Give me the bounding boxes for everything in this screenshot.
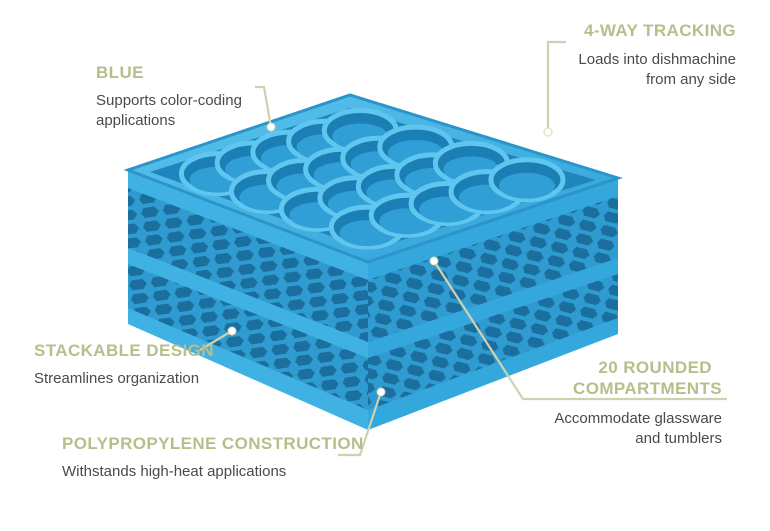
callout-stackable: STACKABLE DESIGN Streamlines organizatio…	[34, 340, 214, 389]
callout-polypropylene: POLYPROPYLENE CONSTRUCTION Withstands hi…	[62, 433, 364, 482]
callout-blue: BLUE Supports color-coding applications	[96, 62, 242, 131]
callout-title: COMPARTMENTS	[573, 379, 722, 398]
callout-text: Supports color-coding	[96, 92, 242, 109]
callout-text: Withstands high-heat applications	[62, 463, 287, 480]
callout-title: STACKABLE DESIGN	[34, 341, 214, 360]
rack-band	[128, 170, 368, 280]
callout-text: from any side	[645, 71, 736, 88]
compartment-floor	[498, 172, 555, 199]
callout-title: POLYPROPYLENE CONSTRUCTION	[62, 434, 364, 453]
callout-text: and tumblers	[635, 430, 722, 447]
compartments	[178, 108, 566, 250]
callout-text: Accommodate glassware	[554, 410, 722, 427]
callout-title: 4-WAY TRACKING	[583, 21, 736, 40]
callout-tracking: 4-WAY TRACKING Loads into dishmachine fr…	[578, 20, 736, 90]
callout-dot-blue	[266, 122, 276, 132]
callout-dot-tracking	[543, 127, 553, 137]
leader-line-tracking	[546, 40, 566, 132]
leader-line-blue	[255, 85, 273, 128]
callout-text: Loads into dishmachine	[578, 51, 736, 68]
rack-band	[368, 178, 618, 280]
rack-band	[368, 318, 618, 430]
callout-dot-stackable	[227, 326, 237, 336]
rack-band	[128, 248, 368, 358]
callout-title: BLUE	[96, 63, 144, 82]
callout-compartments: 20 ROUNDED COMPARTMENTS Accommodate glas…	[554, 357, 722, 449]
callout-title: 20 ROUNDED	[598, 358, 712, 377]
callout-dot-compartments	[429, 256, 439, 266]
leader-line-stackable	[199, 331, 231, 351]
callout-text: Streamlines organization	[34, 370, 200, 387]
callout-text: applications	[96, 112, 176, 129]
leader-line-compartments	[433, 260, 727, 401]
rack-band	[368, 258, 618, 358]
leader-line-polypropylene	[338, 391, 383, 457]
rack-band	[128, 308, 368, 430]
callout-dot-polypropylene	[376, 387, 386, 397]
